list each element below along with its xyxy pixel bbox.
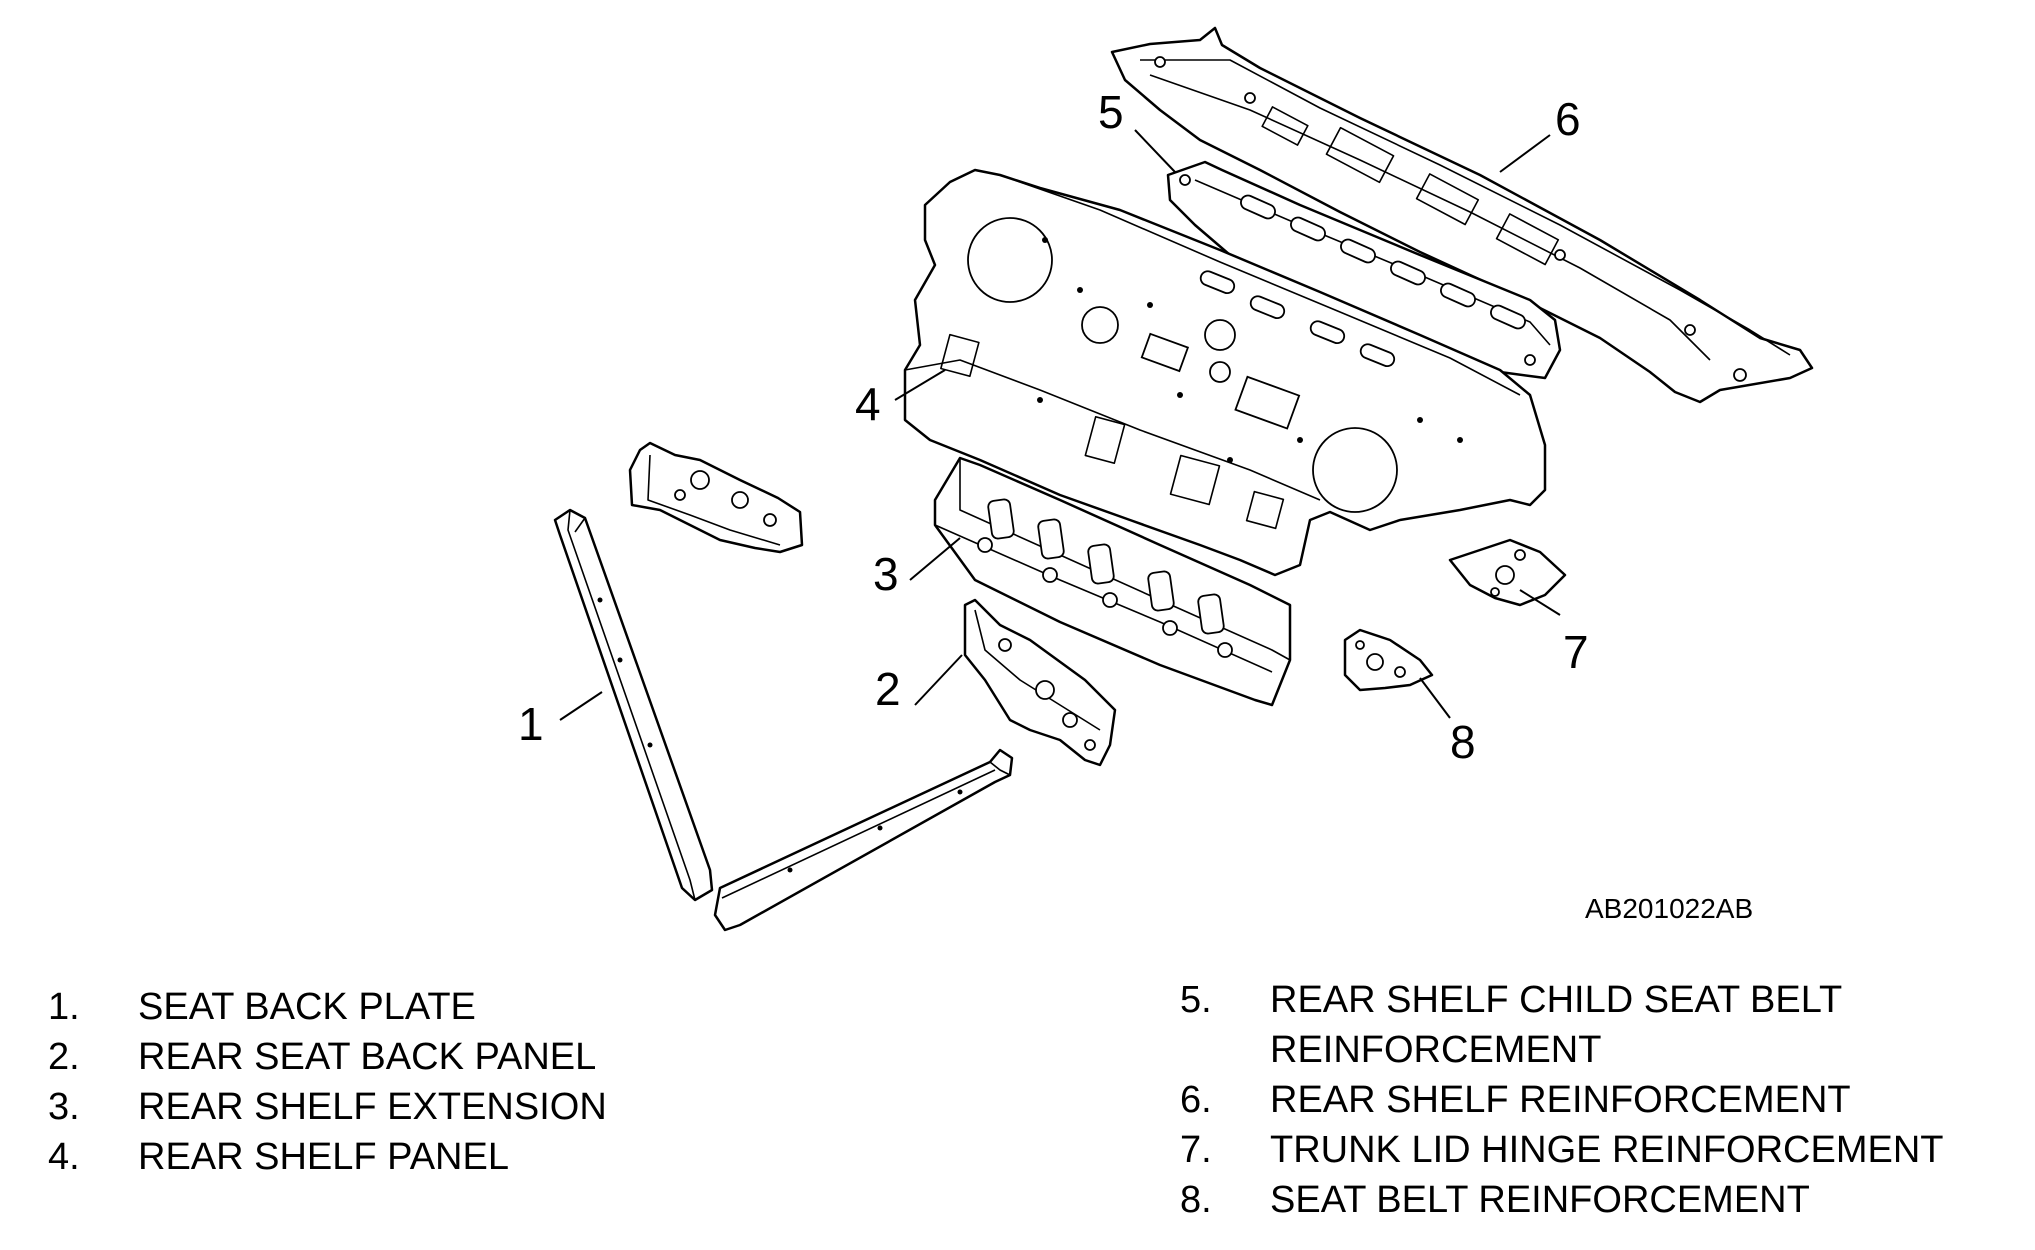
legend-text: REAR SHELF EXTENSION <box>138 1086 607 1128</box>
legend-number: 1. <box>48 986 80 1028</box>
part-seat-belt-reinforcement <box>1343 628 1434 692</box>
legend-item: 6. REAR SHELF REINFORCEMENT <box>1180 1075 1943 1125</box>
legend-number: 5. <box>1180 979 1212 1021</box>
legend-right: 5. REAR SHELF CHILD SEAT BELT REINFORCEM… <box>1180 975 1943 1225</box>
part-rear-seat-back-panel <box>963 598 1117 767</box>
part-upper-left-bracket <box>628 441 804 554</box>
leader-8 <box>1419 677 1451 719</box>
callout-8: 8 <box>1450 716 1476 768</box>
legend-left: 1. SEAT BACK PLATE 2. REAR SEAT BACK PAN… <box>48 982 607 1182</box>
leader-3 <box>909 537 961 581</box>
exploded-parts-diagram: 1 2 3 4 5 6 7 8 AB201022AB <box>518 26 1814 932</box>
leader-4 <box>894 369 946 401</box>
legend-number: 6. <box>1180 1079 1212 1121</box>
legend-number: 8. <box>1180 1179 1212 1221</box>
legend-item: 2. REAR SEAT BACK PANEL <box>48 1032 607 1082</box>
callout-5: 5 <box>1098 86 1124 138</box>
legend-number: 4. <box>48 1136 80 1178</box>
legend-text: REAR SHELF CHILD SEAT BELT <box>1270 979 1843 1021</box>
callout-3: 3 <box>873 548 899 600</box>
legend-text: SEAT BELT REINFORCEMENT <box>1270 1179 1810 1221</box>
legend-text: SEAT BACK PLATE <box>138 986 476 1028</box>
legend-number: 2. <box>48 1036 80 1078</box>
part-rear-shelf-panel <box>903 168 1547 577</box>
legend-item: 7. TRUNK LID HINGE REINFORCEMENT <box>1180 1125 1943 1175</box>
legend-item: 1. SEAT BACK PLATE <box>48 982 607 1032</box>
legend-item: 5. REAR SHELF CHILD SEAT BELT <box>1180 975 1943 1025</box>
legend-item: 8. SEAT BELT REINFORCEMENT <box>1180 1175 1943 1225</box>
part-rear-shelf-reinforcement <box>1110 26 1814 404</box>
leader-6 <box>1499 134 1551 173</box>
legend-number: 3. <box>48 1086 80 1128</box>
legend-text: TRUNK LID HINGE REINFORCEMENT <box>1270 1129 1944 1171</box>
leader-1 <box>559 691 603 721</box>
legend-text: REAR SHELF PANEL <box>138 1136 509 1178</box>
part-child-seat-belt-reinforcement <box>1166 160 1562 380</box>
callout-4: 4 <box>855 378 881 430</box>
callout-7: 7 <box>1563 626 1589 678</box>
leader-5 <box>1134 129 1176 173</box>
leader-lines <box>559 129 1561 721</box>
leader-2 <box>914 654 963 706</box>
legend-item-continuation: REINFORCEMENT <box>1180 1025 1943 1075</box>
part-lower-seat-back-member <box>713 748 1014 932</box>
callout-2: 2 <box>875 663 901 715</box>
part-seat-back-plate <box>553 508 714 902</box>
figure-id: AB201022AB <box>1585 893 1753 924</box>
part-trunk-lid-hinge-reinforcement <box>1448 538 1567 607</box>
leader-7 <box>1519 589 1561 616</box>
callout-1: 1 <box>518 698 544 750</box>
part-rear-shelf-extension <box>933 456 1292 707</box>
legend-text: REAR SEAT BACK PANEL <box>138 1036 597 1078</box>
legend-item: 3. REAR SHELF EXTENSION <box>48 1082 607 1132</box>
callout-6: 6 <box>1555 93 1581 145</box>
legend-item: 4. REAR SHELF PANEL <box>48 1132 607 1182</box>
legend-number: 7. <box>1180 1129 1212 1171</box>
legend-text: REINFORCEMENT <box>1270 1029 1602 1071</box>
legend-text: REAR SHELF REINFORCEMENT <box>1270 1079 1851 1121</box>
